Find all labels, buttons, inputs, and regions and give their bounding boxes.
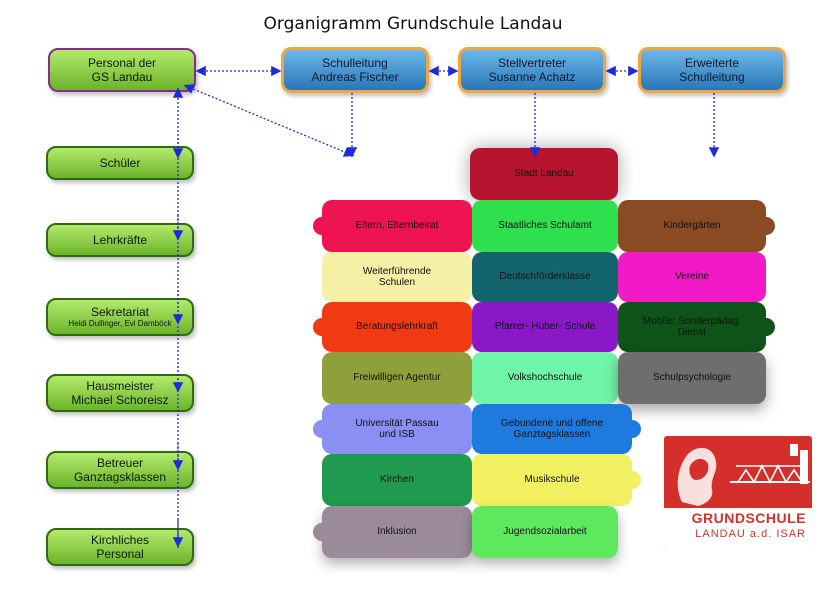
- logo-text-line2: LANDAU a.d. ISAR: [695, 528, 806, 540]
- puzzle-label: Stadt Landau: [514, 168, 574, 180]
- connector-personal-puzzle: [183, 84, 355, 157]
- puzzle-uni: Universität Passau und ISB: [313, 404, 472, 454]
- puzzle-label: Weiterführende Schulen: [362, 265, 432, 289]
- puzzle-stadt-landau: Stadt Landau: [470, 148, 618, 200]
- puzzle-knob: [623, 471, 641, 489]
- puzzle-ganztag: Gebundene und offene Ganztagsklassen: [472, 404, 641, 454]
- puzzle-label: Deutschförderklasse: [499, 271, 591, 283]
- puzzle-label: Staatliches Schulamt: [498, 220, 592, 232]
- puzzle-label: Beratungslehrkraft: [356, 321, 438, 333]
- logo-graphic: [677, 444, 810, 506]
- left-box-line1: Lehrkräfte: [92, 232, 148, 247]
- left-box-kirchliches: Kirchliches Personal: [46, 528, 194, 566]
- puzzle-kirchen: Kirchen: [322, 454, 472, 506]
- puzzle-vereine: Vereine: [618, 252, 766, 302]
- puzzle-label: Schulpsychologie: [653, 372, 731, 384]
- puzzle-knob: [313, 318, 331, 336]
- left-box-lehrkraefte: Lehrkräfte: [46, 223, 194, 257]
- stellvertreter-line1: Stellvertreter: [497, 55, 567, 70]
- puzzle-eltern: Eltern, Elternbeirat: [313, 200, 472, 252]
- left-box-schueler: Schüler: [46, 146, 194, 180]
- stellvertreter-box: Stellvertreter Susanne Achatz: [458, 47, 606, 93]
- puzzle-schulpsych: Schulpsychologie: [618, 352, 766, 404]
- puzzle-label: Inklusion: [377, 526, 417, 538]
- logo-bottom-band: [664, 506, 812, 550]
- puzzle-label: Kindergärten: [663, 220, 721, 232]
- left-box-hausmeister: Hausmeister Michael Schoreisz: [46, 374, 194, 412]
- left-box-line2: Michael Schoreisz: [71, 393, 169, 407]
- left-box-sekretariat: Sekretariat Heidi Dullinger, Evi Damböck: [46, 298, 194, 336]
- puzzle-knob: [313, 523, 331, 541]
- puzzle-label: Vereine: [675, 271, 709, 283]
- puzzle-musikschule: Musikschule: [472, 454, 641, 506]
- schulleitung-line1: Schulleitung: [322, 55, 388, 70]
- puzzle-knob: [313, 217, 331, 235]
- left-box-line1: Kirchliches: [90, 532, 150, 547]
- puzzle-label: Gebundene und offene Ganztagsklassen: [500, 417, 604, 441]
- stellvertreter-line2: Susanne Achatz: [488, 70, 576, 84]
- puzzle-jugendsozialarbeit: Jugendsozialarbeit: [472, 506, 618, 558]
- erweiterte-line1: Erweiterte: [684, 55, 740, 70]
- page-title: Organigramm Grundschule Landau: [263, 14, 563, 34]
- personal-line1: Personal der: [87, 55, 157, 70]
- puzzle-schulamt: Staatliches Schulamt: [472, 200, 618, 252]
- puzzle-beratung: Beratungslehrkraft: [313, 302, 472, 352]
- puzzle-label: Musikschule: [524, 474, 580, 486]
- puzzle-knob: [623, 420, 641, 438]
- left-box-line2: Personal: [96, 547, 144, 561]
- puzzle-label: Jugendsozialarbeit: [503, 526, 587, 538]
- puzzle-label: Freiwilligen Agentur: [353, 372, 441, 384]
- puzzle-label: Volkshochschule: [507, 372, 583, 384]
- puzzle-sonderpaed: Mobiler Sonderpädag. Dienst: [618, 302, 775, 352]
- school-logo: GRUNDSCHULE LANDAU a.d. ISAR: [664, 436, 812, 550]
- puzzle-knob: [313, 420, 331, 438]
- erweiterte-box: Erweiterte Schulleitung: [638, 47, 786, 93]
- left-box-line2: Ganztagsklassen: [73, 470, 167, 484]
- schulleitung-line2: Andreas Fischer: [311, 70, 399, 84]
- puzzle-label: Universität Passau und ISB: [355, 417, 439, 441]
- left-box-betreuer: Betreuer Ganztagsklassen: [46, 451, 194, 489]
- logo-text-line1: GRUNDSCHULE: [691, 510, 806, 526]
- left-box-line1: Hausmeister: [86, 378, 154, 393]
- puzzle-label: Kirchen: [380, 474, 414, 486]
- puzzle-label: Eltern, Elternbeirat: [355, 220, 439, 232]
- puzzle-knob: [757, 318, 775, 336]
- erweiterte-line2: Schulleitung: [679, 70, 745, 84]
- puzzle-freiwilligen: Freiwilligen Agentur: [322, 352, 472, 404]
- personal-line2: GS Landau: [91, 70, 153, 84]
- puzzle-kindergaerten: Kindergärten: [618, 200, 775, 252]
- left-box-line1: Betreuer: [96, 455, 144, 470]
- left-box-line2: Heidi Dullinger, Evi Damböck: [68, 319, 172, 329]
- puzzle-inklusion: Inklusion: [313, 506, 472, 558]
- puzzle-pfarrer: Pfarrer- Huber- Schule: [472, 302, 618, 352]
- puzzle-label: Mobiler Sonderpädag. Dienst: [642, 315, 742, 339]
- personal-box: Personal der GS Landau: [48, 48, 196, 92]
- puzzle-knob: [757, 217, 775, 235]
- puzzle-deutschfoerder: Deutschförderklasse: [472, 252, 618, 302]
- puzzle-label: Pfarrer- Huber- Schule: [494, 321, 596, 333]
- puzzle-weiterfuehrende: Weiterführende Schulen: [322, 252, 472, 302]
- left-box-line1: Schüler: [99, 155, 141, 170]
- puzzle-vhs: Volkshochschule: [472, 352, 618, 404]
- left-box-line1: Sekretariat: [90, 305, 150, 319]
